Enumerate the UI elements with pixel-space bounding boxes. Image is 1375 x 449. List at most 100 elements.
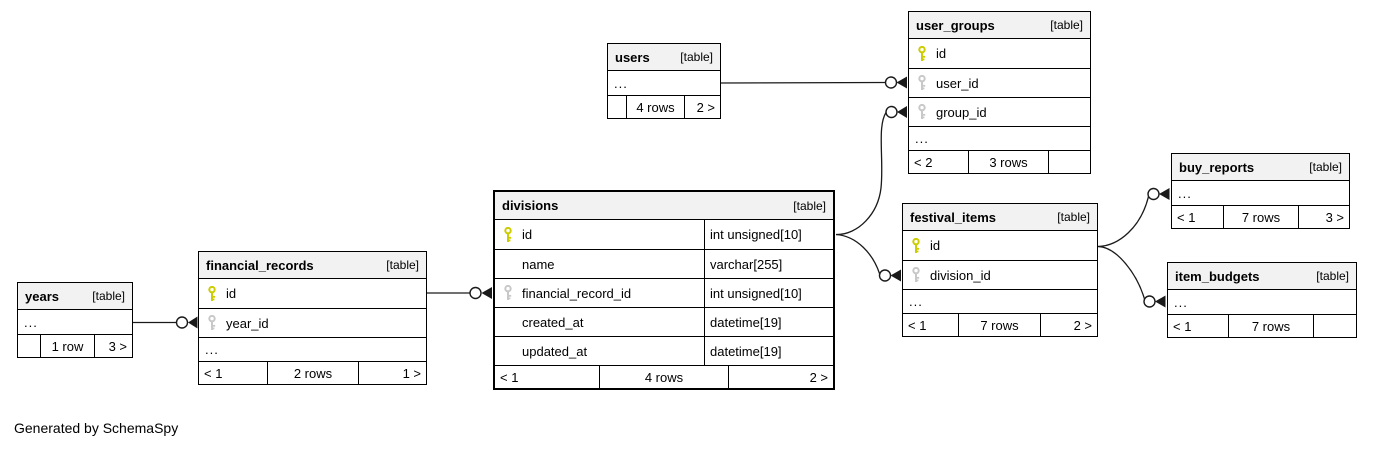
table-header[interactable]: financial_records [table] xyxy=(199,252,426,279)
table-header[interactable]: divisions [table] xyxy=(495,192,833,220)
fk-connector-festival-items-item-budgets xyxy=(1097,245,1166,308)
foreign-key-icon xyxy=(917,104,927,120)
column-row-group-id[interactable]: group_id xyxy=(909,97,1090,126)
table-footer: < 2 3 rows xyxy=(909,150,1090,173)
table-years[interactable]: years [table] ... 1 row 3 > xyxy=(17,282,133,358)
foreign-key-icon xyxy=(911,267,921,283)
row-count: 2 rows xyxy=(268,362,359,384)
table-tag: [table] xyxy=(1050,18,1083,32)
ellipsis-label: ... xyxy=(915,131,929,146)
hidden-columns-row: ... xyxy=(1168,290,1356,314)
column-row-id[interactable]: id xyxy=(903,231,1097,260)
table-header[interactable]: festival_items [table] xyxy=(903,204,1097,231)
fk-connector-years-financial-records xyxy=(133,316,198,329)
primary-key-icon xyxy=(917,45,927,62)
pager-left: < 1 xyxy=(903,314,959,336)
hidden-columns-row: ... xyxy=(909,126,1090,150)
column-row-division-id[interactable]: division_id xyxy=(903,260,1097,289)
ellipsis-label: ... xyxy=(1178,185,1192,201)
table-name[interactable]: years xyxy=(25,288,59,304)
column-row-year-id[interactable]: year_id xyxy=(199,308,426,337)
column-name-cell: updated_at xyxy=(495,337,705,365)
table-header[interactable]: years [table] xyxy=(18,283,132,310)
row-count: 7 rows xyxy=(959,314,1041,336)
hidden-columns-row: ... xyxy=(18,310,132,334)
foreign-key-icon xyxy=(207,315,217,331)
pager-left: < 1 xyxy=(1168,315,1229,337)
table-buy-reports[interactable]: buy_reports [table] ... < 1 7 rows 3 > xyxy=(1171,153,1350,229)
key-spacer xyxy=(503,256,513,272)
table-festival-items[interactable]: festival_items [table] id division_id ..… xyxy=(902,203,1098,337)
table-name[interactable]: financial_records xyxy=(206,257,314,273)
column-row-created-at[interactable]: created_at datetime[19] xyxy=(495,307,833,336)
hidden-columns-row: ... xyxy=(903,289,1097,313)
column-name: name xyxy=(522,256,555,272)
table-tag: [table] xyxy=(92,289,125,303)
ellipsis-label: ... xyxy=(24,314,38,330)
ellipsis-label: ... xyxy=(614,75,628,91)
fk-connector-divisions-user-groups xyxy=(835,105,907,236)
column-type: int unsigned[10] xyxy=(710,227,802,242)
table-header[interactable]: item_budgets [table] xyxy=(1168,263,1356,290)
table-name[interactable]: item_budgets xyxy=(1175,268,1260,284)
table-header[interactable]: buy_reports [table] xyxy=(1172,154,1349,181)
ellipsis-label: ... xyxy=(909,294,923,309)
table-footer: < 1 7 rows xyxy=(1168,314,1356,337)
column-name-cell: name xyxy=(495,250,705,278)
table-tag: [table] xyxy=(1309,160,1342,174)
pager-left xyxy=(18,335,41,357)
column-row-financial-record-id[interactable]: financial_record_id int unsigned[10] xyxy=(495,278,833,307)
pager-right: 3 > xyxy=(108,338,127,354)
column-row-id[interactable]: id xyxy=(909,39,1090,68)
generated-by-note: Generated by SchemaSpy xyxy=(14,420,179,436)
pager-right: 2 > xyxy=(696,99,715,115)
table-financial-records[interactable]: financial_records [table] id year_id ...… xyxy=(198,251,427,385)
column-name: division_id xyxy=(930,267,991,283)
table-footer: 1 row 3 > xyxy=(18,334,132,357)
column-name: group_id xyxy=(936,104,987,120)
pager-right: 2 > xyxy=(1073,317,1092,333)
column-type: datetime[19] xyxy=(710,314,782,330)
primary-key-icon xyxy=(207,285,217,302)
row-count: 7 rows xyxy=(1229,315,1314,337)
pager-left: < 1 xyxy=(199,362,268,384)
hidden-columns-row: ... xyxy=(1172,181,1349,205)
table-footer: < 1 4 rows 2 > xyxy=(495,365,833,388)
table-tag: [table] xyxy=(386,258,419,272)
table-name[interactable]: buy_reports xyxy=(1179,159,1255,175)
table-users[interactable]: users [table] ... 4 rows 2 > xyxy=(607,43,721,119)
column-type: datetime[19] xyxy=(710,343,782,359)
column-name: user_id xyxy=(936,75,979,91)
ellipsis-label: ... xyxy=(1174,294,1188,310)
table-tag: [table] xyxy=(1057,210,1090,224)
table-divisions[interactable]: divisions [table] id int unsigned[10] na… xyxy=(493,190,835,390)
table-tag: [table] xyxy=(1316,269,1349,283)
column-row-updated-at[interactable]: updated_at datetime[19] xyxy=(495,336,833,365)
hidden-columns-row: ... xyxy=(199,337,426,361)
pager-left: < 1 xyxy=(495,366,600,388)
table-header[interactable]: users [table] xyxy=(608,44,720,71)
table-name[interactable]: divisions xyxy=(502,198,559,213)
table-user-groups[interactable]: user_groups [table] id user_id group_id … xyxy=(908,11,1091,174)
fk-connector-financial-records-divisions xyxy=(427,286,492,300)
column-name: id xyxy=(930,238,941,253)
column-row-id[interactable]: id int unsigned[10] xyxy=(495,220,833,249)
table-name[interactable]: festival_items xyxy=(910,209,996,225)
column-type: int unsigned[10] xyxy=(710,285,802,301)
row-count: 4 rows xyxy=(600,366,729,388)
column-name: created_at xyxy=(522,314,584,330)
pager-right: 2 > xyxy=(809,369,828,385)
table-header[interactable]: user_groups [table] xyxy=(909,12,1090,39)
table-name[interactable]: users xyxy=(615,49,650,65)
column-row-name[interactable]: name varchar[255] xyxy=(495,249,833,278)
primary-key-icon xyxy=(503,226,513,243)
table-name[interactable]: user_groups xyxy=(916,17,995,33)
table-item-budgets[interactable]: item_budgets [table] ... < 1 7 rows xyxy=(1167,262,1357,338)
column-row-user-id[interactable]: user_id xyxy=(909,68,1090,97)
key-spacer xyxy=(503,314,513,330)
pager-right xyxy=(1314,315,1356,337)
pager-right: 3 > xyxy=(1325,209,1344,225)
pager-right xyxy=(1049,151,1090,173)
table-footer: < 1 7 rows 3 > xyxy=(1172,205,1349,228)
column-row-id[interactable]: id xyxy=(199,279,426,308)
